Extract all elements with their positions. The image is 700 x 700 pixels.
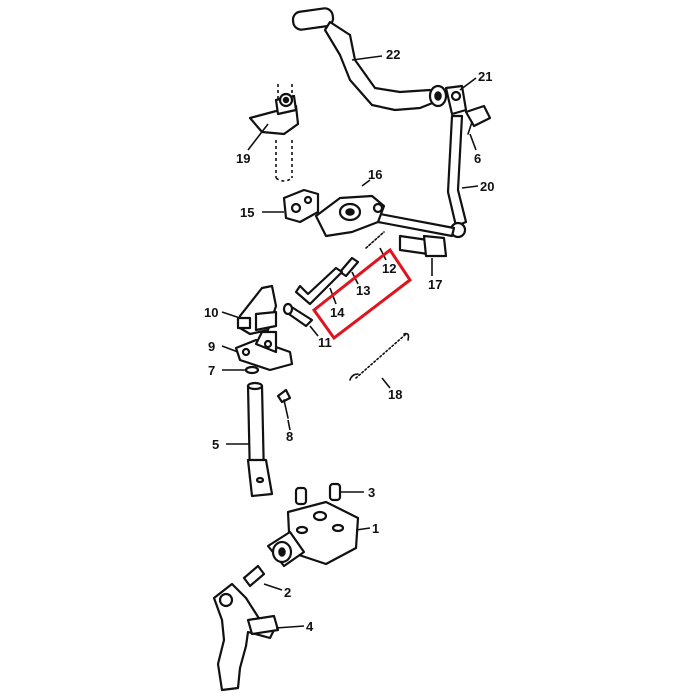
part-3-pins <box>294 482 342 506</box>
part-13-pin <box>338 256 360 278</box>
part-7-clip <box>244 365 260 375</box>
part-22-shift-lever <box>291 7 448 112</box>
callout-5: 5 <box>212 437 220 452</box>
part-19-bracket <box>248 84 300 182</box>
leader-lines <box>221 55 479 629</box>
part-4-lever <box>212 582 280 692</box>
callout-7: 7 <box>208 363 216 378</box>
callout-22: 22 <box>386 47 401 62</box>
callout-4: 4 <box>306 619 314 634</box>
callout-20: 20 <box>480 179 495 194</box>
part-17-bolt <box>398 234 448 258</box>
part-18-spring <box>349 332 410 381</box>
part-6-bolt <box>464 104 492 135</box>
part-8-pin <box>276 388 292 419</box>
part-9-base <box>234 330 294 372</box>
part-20-rod <box>376 114 468 239</box>
highlight-box <box>311 247 413 341</box>
callout-3: 3 <box>368 485 376 500</box>
callout-12: 12 <box>382 261 397 276</box>
callout-1: 1 <box>372 521 380 536</box>
callout-6: 6 <box>474 151 482 166</box>
part-16-shift-block <box>314 194 386 238</box>
part-5-shaft <box>246 381 274 498</box>
callout-10: 10 <box>204 305 219 320</box>
part-11-pin <box>282 302 314 328</box>
callout-11: 11 <box>318 335 332 350</box>
part-12-spring <box>365 231 385 249</box>
part-1-housing <box>266 500 360 568</box>
callout-19: 19 <box>236 151 251 166</box>
callout-8: 8 <box>286 429 294 444</box>
callout-16: 16 <box>368 167 383 182</box>
callout-21: 21 <box>478 69 493 84</box>
part-2-pin <box>242 564 266 588</box>
callout-13: 13 <box>356 283 371 298</box>
callout-17: 17 <box>428 277 443 292</box>
callout-18: 18 <box>388 387 403 402</box>
callout-9: 9 <box>208 339 216 354</box>
callout-15: 15 <box>240 205 255 220</box>
callout-14: 14 <box>330 305 345 320</box>
callout-2: 2 <box>284 585 292 600</box>
part-bent-rod <box>294 266 344 306</box>
part-21-clevis <box>444 84 468 116</box>
part-10-fork <box>236 284 278 336</box>
part-15-plate <box>282 188 320 224</box>
